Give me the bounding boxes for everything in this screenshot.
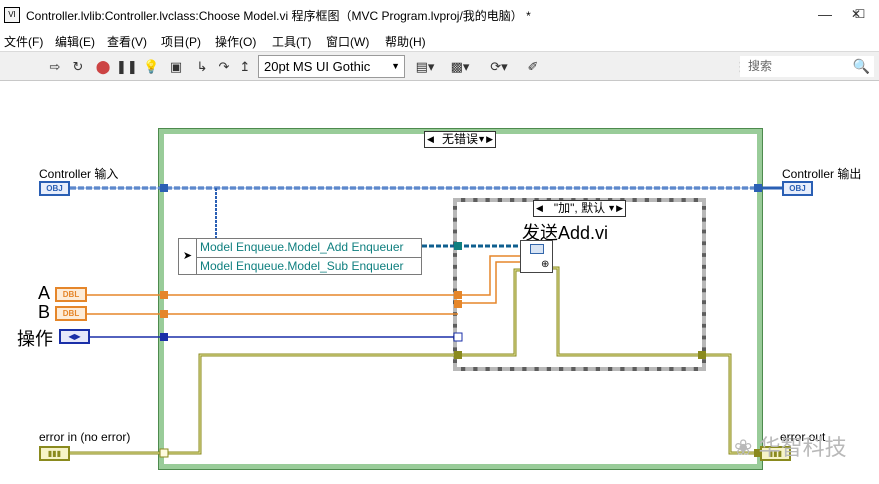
inner-case-label: "加", 默认	[553, 201, 606, 215]
chevron-down-icon: ▼	[391, 61, 400, 71]
tunnel	[160, 310, 168, 318]
enum-array-constant[interactable]: ➤ Model Enqueue.Model_Add Enqueuer Model…	[178, 238, 422, 275]
window-title: Controller.lvlib:Controller.lvclass:Choo…	[26, 9, 531, 23]
step-over-icon[interactable]: ↷	[218, 59, 230, 74]
outer-case-selector[interactable]: ◀ 无错误 ▼▶	[424, 131, 496, 148]
subvi-label: 发送Add.vi	[522, 223, 609, 243]
tunnel	[454, 351, 462, 359]
error-in-label: error in (no error)	[39, 430, 131, 444]
toolbar: ⇨ ↻ ⬤ ❚❚ 💡 ▣ ↳ ↷ ↥ 20pt MS UI Gothic ▼ ▤…	[0, 51, 879, 81]
title-bar: VI Controller.lvlib:Controller.lvclass:C…	[0, 0, 879, 30]
search-placeholder: 搜索	[748, 59, 773, 73]
input-b-terminal[interactable]: DBL	[55, 306, 87, 321]
font-select-value: 20pt MS UI Gothic	[264, 59, 371, 74]
selector-increment-icon[interactable]: ▼▶	[477, 134, 493, 144]
input-b-label: B	[38, 302, 51, 322]
retain-wire-values-icon[interactable]: ▣	[169, 59, 183, 74]
operation-enum-terminal[interactable]: ◀▶	[59, 329, 90, 344]
tunnel	[160, 291, 168, 299]
menu-view[interactable]: 查看(V)	[107, 35, 147, 49]
error-wire-out	[553, 266, 760, 455]
align-objects-icon[interactable]: ▤▾	[415, 59, 435, 74]
wechat-icon: ❀	[734, 435, 753, 460]
tunnel	[159, 448, 169, 458]
font-select[interactable]: 20pt MS UI Gothic ▼	[258, 55, 405, 78]
selector-decrement-icon[interactable]: ◀	[536, 203, 543, 213]
outer-case-label: 无错误	[441, 132, 478, 146]
clockwise-icon: ⊕	[541, 259, 550, 270]
dbl-wire-b-in	[458, 261, 520, 304]
input-a-terminal[interactable]: DBL	[55, 287, 87, 302]
search-input[interactable]: 搜索 🔍	[740, 56, 874, 77]
menu-help[interactable]: 帮助(H)	[385, 35, 426, 49]
tunnel	[160, 184, 168, 192]
error-out-label: error out	[780, 430, 826, 444]
watermark: ❀ 华智科技	[734, 430, 847, 462]
step-into-icon[interactable]: ↳	[196, 59, 208, 74]
distribute-objects-icon[interactable]: ▩▾	[450, 59, 470, 74]
abort-icon[interactable]: ⬤	[95, 59, 111, 74]
operation-label: 操作	[17, 329, 53, 349]
tunnel	[754, 184, 762, 192]
array-index-icon: ➤	[179, 239, 197, 274]
enum-divider	[197, 257, 421, 258]
tunnel	[454, 242, 462, 250]
menu-file[interactable]: 文件(F)	[4, 35, 44, 49]
enum-value-sub[interactable]: Model Enqueue.Model_Sub Enqueuer	[200, 259, 404, 273]
error-out-terminal[interactable]: ▮▮▮	[760, 446, 791, 461]
inner-case-selector[interactable]: ◀ "加", 默认 ▼▶	[533, 200, 626, 217]
tunnel	[454, 291, 462, 299]
controller-in-label: Controller 输入	[39, 167, 119, 181]
error-wire	[70, 268, 520, 455]
tunnel	[754, 449, 762, 457]
maximize-icon[interactable]: ☐	[854, 7, 866, 21]
watermark-text: 华智科技	[758, 435, 847, 460]
dbl-wire-a-in	[458, 255, 520, 296]
cleanup-diagram-icon[interactable]: ✐	[527, 59, 539, 74]
send-add-subvi[interactable]: ⊕	[520, 240, 553, 273]
run-continuously-icon[interactable]: ↻	[72, 59, 84, 74]
close-icon[interactable]: ✕	[850, 7, 862, 21]
error-in-terminal[interactable]: ▮▮▮	[39, 446, 70, 461]
menu-edit[interactable]: 编辑(E)	[55, 35, 95, 49]
tunnel	[698, 351, 706, 359]
minimize-icon[interactable]: —	[818, 6, 832, 22]
tunnel	[453, 332, 463, 342]
selector-increment-icon[interactable]: ▼▶	[607, 203, 623, 213]
controller-out-terminal[interactable]: OBJ	[782, 181, 813, 196]
vi-icon: VI	[4, 7, 20, 23]
highlight-execution-icon[interactable]: 💡	[143, 59, 160, 74]
tunnel	[454, 300, 462, 308]
menu-bar: 文件(F) 编辑(E) 查看(V) 项目(P) 操作(O) 工具(T) 窗口(W…	[0, 30, 879, 51]
controller-in-terminal[interactable]: OBJ	[39, 181, 70, 196]
envelope-icon	[530, 244, 544, 254]
controller-out-label: Controller 输出	[782, 167, 862, 181]
run-arrow-icon[interactable]: ⇨	[49, 59, 61, 74]
tunnel	[160, 333, 168, 341]
input-a-label: A	[38, 283, 51, 303]
error-wire-inner	[70, 269, 520, 454]
error-wire-out-inner	[553, 267, 760, 454]
menu-tools[interactable]: 工具(T)	[272, 35, 312, 49]
enum-value-add[interactable]: Model Enqueue.Model_Add Enqueuer	[200, 240, 404, 254]
menu-window[interactable]: 窗口(W)	[326, 35, 370, 49]
menu-project[interactable]: 项目(P)	[161, 35, 201, 49]
step-out-icon[interactable]: ↥	[239, 59, 251, 74]
reorder-icon[interactable]: ⟳▾	[490, 59, 508, 74]
selector-decrement-icon[interactable]: ◀	[427, 134, 434, 144]
search-icon[interactable]: 🔍	[852, 58, 870, 74]
menu-operate[interactable]: 操作(O)	[215, 35, 257, 49]
